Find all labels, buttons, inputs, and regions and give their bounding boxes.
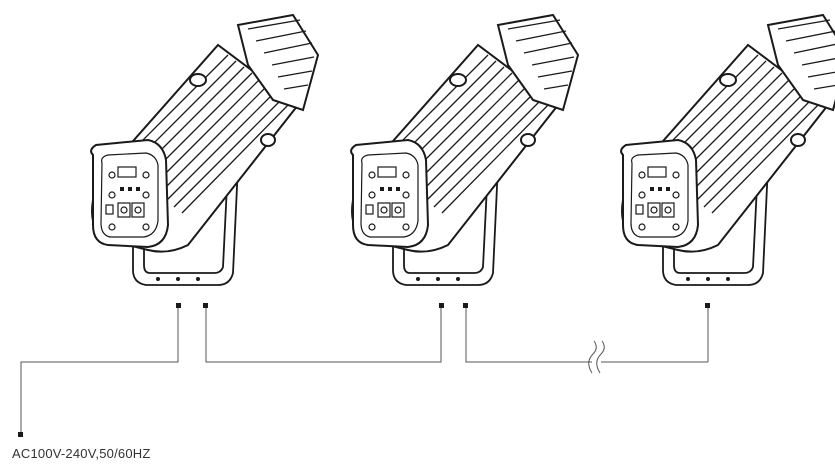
break-symbol-2 — [596, 340, 605, 374]
fixture-3 — [620, 14, 835, 286]
terminal-marker — [463, 303, 468, 308]
terminal-marker — [439, 303, 444, 308]
power-input-marker — [18, 432, 23, 437]
power-supply-label: AC100V-240V,50/60HZ — [12, 446, 151, 461]
fixture-2 — [350, 14, 579, 286]
power-input-wire — [20, 306, 179, 434]
terminal-marker — [176, 303, 181, 308]
break-symbol — [588, 340, 597, 374]
terminal-marker — [705, 303, 710, 308]
link-wire-2-3-left — [465, 306, 592, 363]
link-wire-1-2 — [205, 306, 442, 363]
fixture-1 — [90, 14, 319, 286]
terminal-marker — [203, 303, 208, 308]
